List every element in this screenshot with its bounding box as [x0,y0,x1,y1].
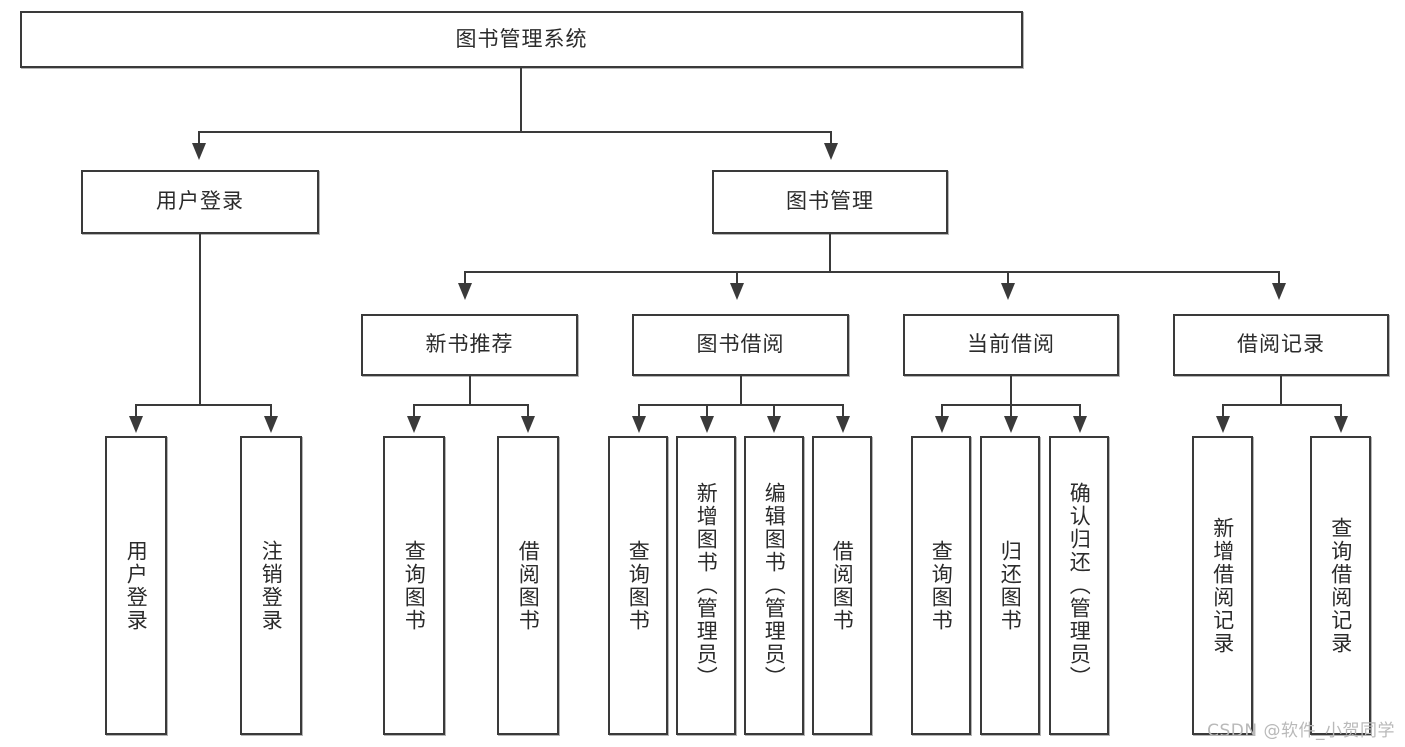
connector-user-login-stem [199,234,201,405]
node-book-manage-label: 图书管理 [786,189,874,214]
arrow-book-borrow-leaf-1 [632,416,646,433]
connector-root-drop-2 [830,131,832,145]
leaf-label: 新增图书（管理员） [694,482,719,689]
leaf-book-borrow-4[interactable]: 借阅图书 [812,436,872,735]
connector-current-borrow-drop-1 [941,404,943,418]
leaf-label: 归还图书 [998,539,1023,632]
leaf-label: 确认归还（管理员） [1067,482,1092,689]
arrow-new-book-leaf-1 [407,416,421,433]
node-root[interactable]: 图书管理系统 [20,11,1023,68]
leaf-new-book-2[interactable]: 借阅图书 [497,436,559,735]
arrow-root-to-user-login [192,143,206,160]
node-book-manage[interactable]: 图书管理 [712,170,948,234]
arrow-book-manage-to-borrow-record [1272,283,1286,300]
connector-borrow-record-drop-1 [1222,404,1224,418]
leaf-label: 查询借阅记录 [1328,516,1353,655]
leaf-borrow-record-2[interactable]: 查询借阅记录 [1310,436,1371,735]
connector-book-manage-bus [464,271,1280,273]
arrow-borrow-record-leaf-2 [1334,416,1348,433]
arrow-borrow-record-leaf-1 [1216,416,1230,433]
connector-book-borrow-drop-4 [842,404,844,418]
node-root-label: 图书管理系统 [455,26,588,51]
connector-user-login-bus [135,404,271,406]
leaf-label: 新增借阅记录 [1210,516,1235,655]
node-borrow-record-label: 借阅记录 [1237,332,1325,357]
leaf-label: 用户登录 [124,539,149,632]
leaf-label: 查询图书 [626,539,651,632]
leaf-label: 编辑图书（管理员） [762,482,787,689]
leaf-current-borrow-2[interactable]: 归还图书 [980,436,1040,735]
connector-current-borrow-stem [1010,376,1012,405]
node-borrow-record[interactable]: 借阅记录 [1173,314,1389,376]
arrow-user-login-leaf-2 [264,416,278,433]
connector-borrow-record-drop-2 [1340,404,1342,418]
connector-current-borrow-drop-3 [1079,404,1081,418]
arrow-new-book-leaf-2 [521,416,535,433]
connector-book-borrow-drop-1 [638,404,640,418]
connector-book-manage-stem [829,234,831,273]
arrow-root-to-book-manage [824,143,838,160]
connector-book-borrow-stem [740,376,742,405]
arrow-book-manage-to-book-borrow [730,283,744,300]
leaf-book-borrow-1[interactable]: 查询图书 [608,436,668,735]
node-user-login-label: 用户登录 [156,189,244,214]
arrow-book-manage-to-current-borrow [1001,283,1015,300]
node-current-borrow-label: 当前借阅 [967,332,1055,357]
connector-book-manage-drop-1 [464,271,466,285]
connector-borrow-record-bus [1222,404,1342,406]
connector-root-drop-1 [198,131,200,145]
connector-user-login-drop-2 [270,404,272,418]
arrow-book-borrow-leaf-3 [767,416,781,433]
connector-root-stem [520,68,522,132]
connector-user-login-drop-1 [135,404,137,418]
connector-new-book-bus [413,404,528,406]
connector-new-book-drop-1 [413,404,415,418]
node-user-login[interactable]: 用户登录 [81,170,319,234]
node-new-book-recommend[interactable]: 新书推荐 [361,314,578,376]
leaf-label: 借阅图书 [830,539,855,632]
connector-new-book-drop-2 [527,404,529,418]
connector-book-borrow-drop-2 [706,404,708,418]
connector-book-manage-drop-4 [1278,271,1280,285]
arrow-book-manage-to-new-book [458,283,472,300]
node-book-borrow-label: 图书借阅 [696,332,785,357]
leaf-user-login-1[interactable]: 用户登录 [105,436,167,735]
leaf-label: 注销登录 [259,539,284,632]
connector-book-borrow-drop-3 [773,404,775,418]
arrow-current-borrow-leaf-2 [1004,416,1018,433]
connector-borrow-record-stem [1280,376,1282,405]
node-book-borrow[interactable]: 图书借阅 [632,314,849,376]
arrow-user-login-leaf-1 [129,416,143,433]
leaf-new-book-1[interactable]: 查询图书 [383,436,445,735]
leaf-book-borrow-3[interactable]: 编辑图书（管理员） [744,436,804,735]
arrow-book-borrow-leaf-2 [700,416,714,433]
connector-new-book-stem [469,376,471,405]
leaf-book-borrow-2[interactable]: 新增图书（管理员） [676,436,736,735]
leaf-current-borrow-3[interactable]: 确认归还（管理员） [1049,436,1109,735]
leaf-user-login-2[interactable]: 注销登录 [240,436,302,735]
node-current-borrow[interactable]: 当前借阅 [903,314,1119,376]
arrow-current-borrow-leaf-1 [935,416,949,433]
node-new-book-recommend-label: 新书推荐 [425,332,514,357]
leaf-label: 查询图书 [402,539,427,632]
leaf-label: 借阅图书 [516,539,541,632]
connector-book-manage-drop-2 [736,271,738,285]
connector-root-bus [198,131,832,133]
leaf-current-borrow-1[interactable]: 查询图书 [911,436,971,735]
connector-book-manage-drop-3 [1007,271,1009,285]
arrow-book-borrow-leaf-4 [836,416,850,433]
connector-current-borrow-drop-2 [1010,404,1012,418]
leaf-borrow-record-1[interactable]: 新增借阅记录 [1192,436,1253,735]
arrow-current-borrow-leaf-3 [1073,416,1087,433]
connector-book-borrow-bus [638,404,844,406]
leaf-label: 查询图书 [929,539,954,632]
